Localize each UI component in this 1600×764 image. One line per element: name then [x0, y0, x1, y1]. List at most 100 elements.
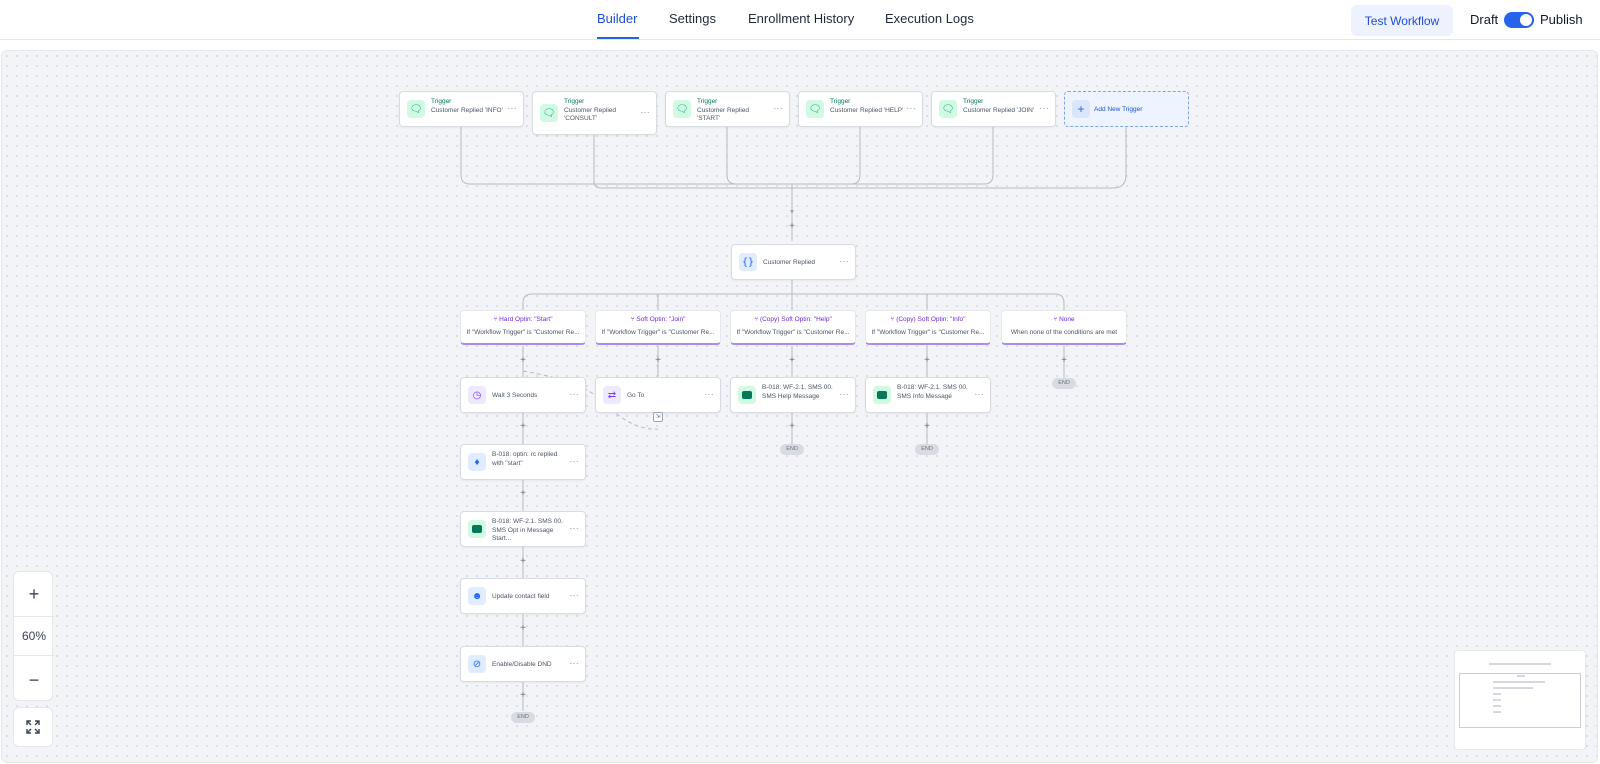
zoom-controls: + 60% − [13, 571, 54, 701]
end-marker: END [511, 712, 535, 723]
condition-node[interactable]: {} Customer Replied ··· [731, 244, 856, 280]
fit-view-button[interactable] [13, 707, 53, 747]
add-step-button[interactable]: + [520, 421, 526, 432]
message-icon [468, 520, 486, 538]
add-step-button[interactable]: + [1061, 355, 1067, 366]
trigger-title: Trigger [697, 98, 718, 105]
branch-icon: ⑂ [630, 316, 637, 323]
info-sms-action-node[interactable]: B-018: WF-2.1. SMS 00. SMS Info Message … [865, 377, 991, 413]
toggle-knob [1520, 14, 1532, 26]
add-step-button[interactable]: + [924, 421, 930, 432]
more-options-button[interactable]: ··· [974, 390, 984, 399]
branch-title: (Copy) Soft Optin: "Info" [896, 316, 966, 323]
optin-sms-action-node[interactable]: B-018: WF-2.1. SMS 00. SMS Opt in Messag… [460, 511, 586, 547]
branch-copy-soft-optin-info[interactable]: ⑂ (Copy) Soft Optin: "Info" If "Workflow… [865, 310, 991, 345]
add-step-button[interactable]: + [789, 355, 795, 366]
more-options-button[interactable]: ··· [640, 108, 650, 117]
end-marker: END [915, 444, 939, 455]
more-options-button[interactable]: ··· [839, 390, 849, 399]
more-options-button[interactable]: ··· [569, 457, 579, 466]
clock-icon: ◷ [468, 386, 486, 404]
trigger-subtitle: Customer Replied 'INFO' [431, 106, 503, 114]
help-sms-action-node[interactable]: B-018: WF-2.1. SMS 00. SMS Help Message … [730, 377, 856, 413]
tag-icon: ♦ [468, 453, 486, 471]
publish-toggle[interactable] [1504, 12, 1534, 28]
more-options-button[interactable]: ··· [906, 104, 916, 113]
action-label: Update contact field [492, 593, 550, 600]
branch-hard-optin-start[interactable]: ⑂ Hard Optin: "Start" If "Workflow Trigg… [460, 310, 586, 345]
add-step-button[interactable]: + [655, 355, 661, 366]
chat-bubbles-icon: 🗨 [407, 100, 425, 118]
update-contact-field-node[interactable]: ☻ Update contact field ··· [460, 578, 586, 614]
more-options-button[interactable]: ··· [569, 591, 579, 600]
publish-label: Publish [1540, 12, 1583, 27]
add-step-button[interactable]: + [520, 690, 526, 701]
branch-title: Hard Optin: "Start" [499, 316, 553, 323]
goto-target-icon[interactable]: ⇲ [653, 412, 663, 422]
branch-copy-soft-optin-help[interactable]: ⑂ (Copy) Soft Optin: "Help" If "Workflow… [730, 310, 856, 345]
draft-label: Draft [1470, 12, 1499, 27]
zoom-level: 60% [14, 616, 54, 656]
tab-execution-logs[interactable]: Execution Logs [885, 11, 974, 26]
chat-bubbles-icon: 🗨 [540, 104, 558, 122]
trigger-title: Trigger [431, 98, 452, 105]
tab-builder[interactable]: Builder [597, 11, 638, 26]
action-label: B-018: WF-2.1. SMS 00. SMS Help Message [762, 384, 833, 400]
branch-title: None [1059, 316, 1075, 323]
add-step-button[interactable]: + [924, 355, 930, 366]
action-label: B-018: optin: rc replied with "start" [492, 451, 558, 467]
trigger-subtitle: Customer Replied 'HELP' [830, 106, 904, 114]
test-workflow-button[interactable]: Test Workflow [1351, 5, 1453, 36]
more-options-button[interactable]: ··· [507, 104, 517, 113]
more-options-button[interactable]: ··· [569, 390, 579, 399]
zoom-in-button[interactable]: + [28, 583, 40, 604]
add-step-button[interactable]: + [520, 488, 526, 499]
trigger-subtitle: Customer Replied 'CONSULT' [564, 106, 617, 123]
add-new-trigger-button[interactable]: + Add New Trigger [1064, 91, 1189, 127]
branch-condition: If "Workflow Trigger" is "Customer Re... [601, 329, 715, 336]
more-options-button[interactable]: ··· [569, 659, 579, 668]
branch-icon: ⑂ [754, 316, 760, 323]
tab-settings[interactable]: Settings [669, 11, 716, 26]
dnd-action-node[interactable]: ⊘ Enable/Disable DND ··· [460, 646, 586, 682]
tab-enrollment-history[interactable]: Enrollment History [748, 11, 855, 26]
more-options-button[interactable]: ··· [839, 257, 849, 266]
add-trigger-label: Add New Trigger [1094, 106, 1143, 113]
wait-action-node[interactable]: ◷ Wait 3 Seconds ··· [460, 377, 586, 413]
more-options-button[interactable]: ··· [773, 104, 783, 113]
branch-title: Soft Optin: "Join" [636, 316, 686, 323]
chat-bubbles-icon: 🗨 [806, 100, 824, 118]
action-label: B-018: WF-2.1. SMS 00. SMS Info Message [897, 384, 968, 400]
more-options-button[interactable]: ··· [1039, 104, 1049, 113]
add-step-button[interactable]: + [789, 421, 795, 432]
add-step-button[interactable]: + [789, 221, 795, 232]
branch-soft-optin-join[interactable]: ⑂ Soft Optin: "Join" If "Workflow Trigge… [595, 310, 721, 345]
end-marker: END [1052, 378, 1076, 389]
branch-condition: When none of the conditions are met [1010, 329, 1118, 336]
branch-none[interactable]: ⑂ None When none of the conditions are m… [1001, 310, 1127, 345]
add-step-button[interactable]: + [520, 355, 526, 366]
branch-condition: If "Workflow Trigger" is "Customer Re... [871, 329, 985, 336]
add-tag-action-node[interactable]: ♦ B-018: optin: rc replied with "start" … [460, 444, 586, 480]
zoom-out-button[interactable]: − [28, 669, 40, 690]
message-icon [738, 386, 756, 404]
plus-icon: + [1072, 100, 1090, 118]
trigger-title: Trigger [830, 98, 851, 105]
more-options-button[interactable]: ··· [704, 390, 714, 399]
contact-icon: ☻ [468, 587, 486, 605]
action-label: Go To [627, 392, 645, 399]
branch-condition: If "Workflow Trigger" is "Customer Re... [466, 329, 580, 336]
goto-action-node[interactable]: ⇄ Go To ··· [595, 377, 721, 413]
add-step-button[interactable]: + [520, 623, 526, 634]
add-step-button[interactable]: + [520, 556, 526, 567]
trigger-subtitle: Customer Replied 'START' [697, 106, 750, 123]
more-options-button[interactable]: ··· [569, 524, 579, 533]
goto-arrows-icon: ⇄ [603, 386, 621, 404]
minimap[interactable] [1454, 650, 1586, 750]
